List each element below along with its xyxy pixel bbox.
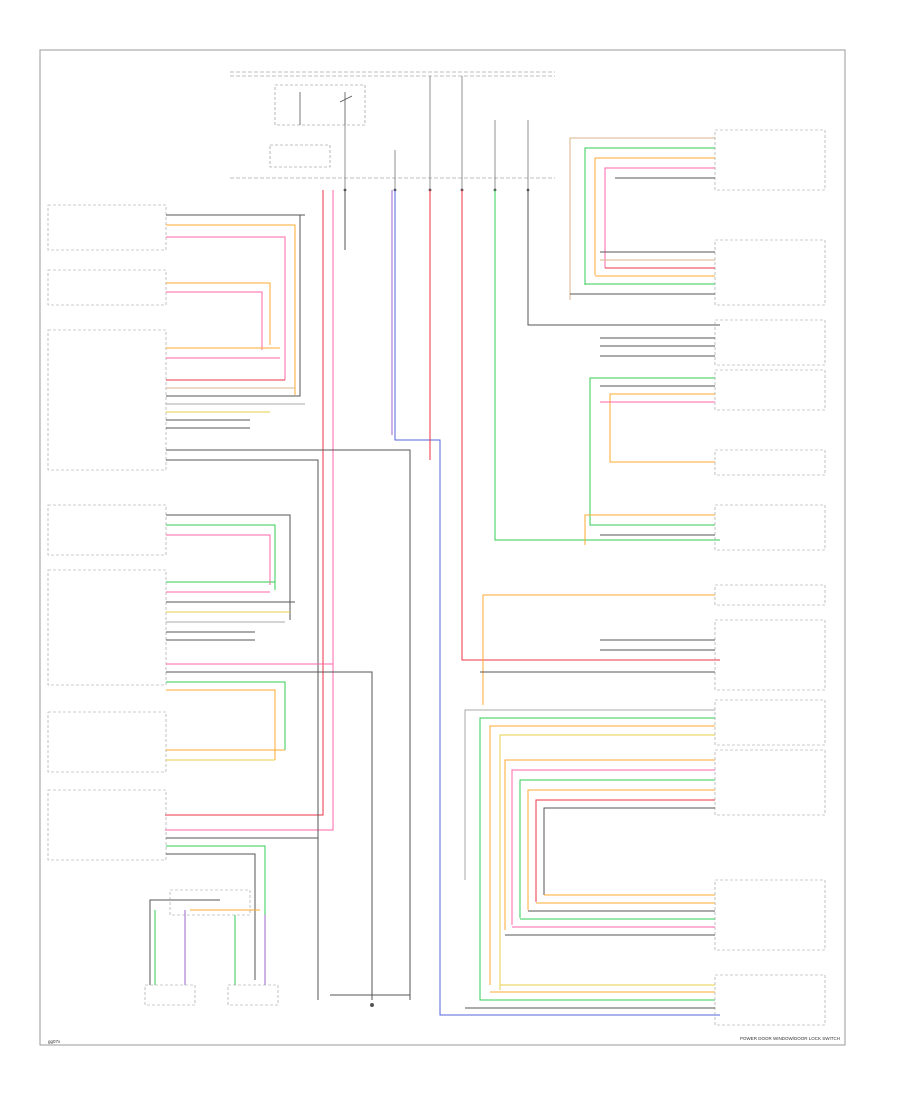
trunk-wires [165, 190, 720, 1016]
footer-code: gg07x [48, 1039, 61, 1044]
right-rear-window-switch [47, 204, 411, 1000]
passenger-door-modules [464, 584, 826, 1026]
diagram-frame [39, 49, 846, 1046]
left-rear-window-switch [47, 504, 373, 1000]
power-bus [230, 71, 555, 192]
footer-title: POWER DOOR WINDOW/DOOR LOCK SWITCH [740, 1036, 840, 1041]
driver-door-modules [569, 129, 826, 551]
seat-heater-elements [144, 889, 410, 1007]
